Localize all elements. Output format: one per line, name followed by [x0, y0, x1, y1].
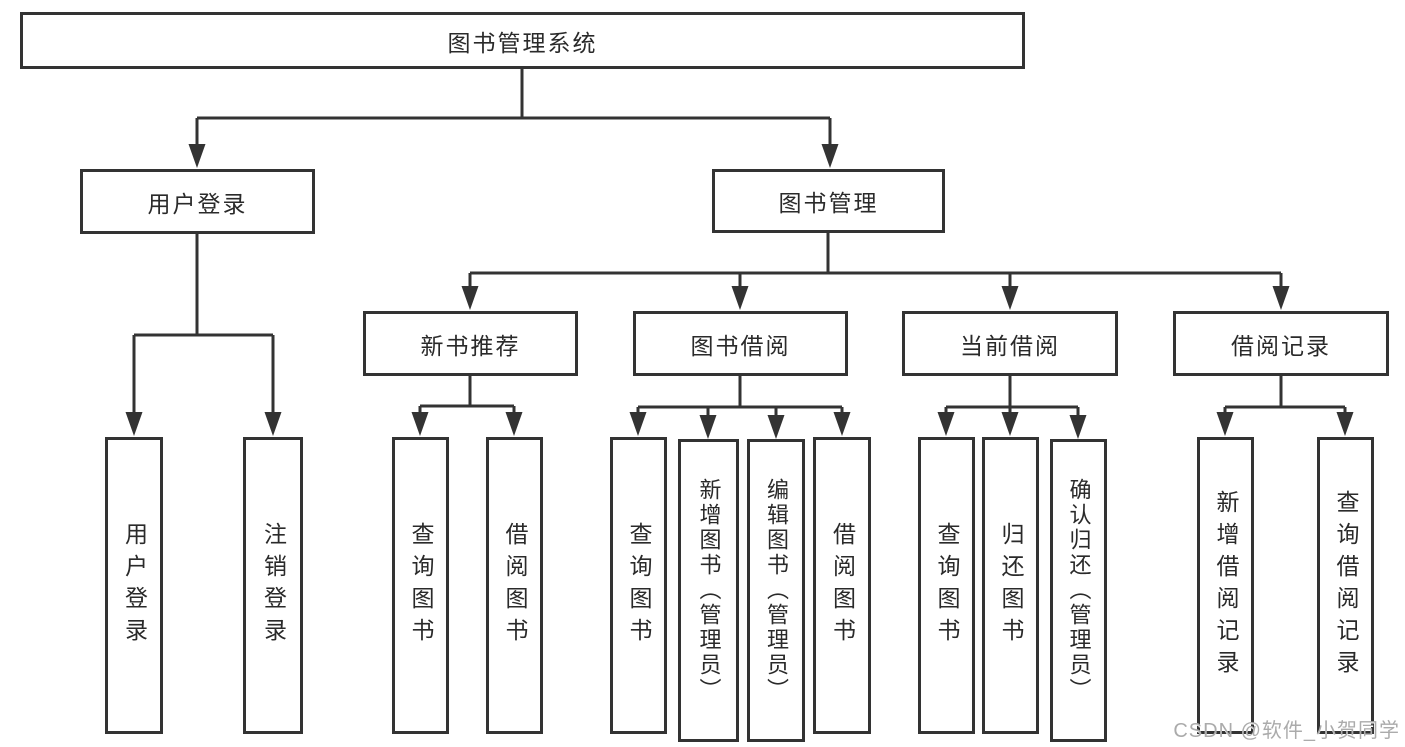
leaf-cb-return-books: 归还图书 [982, 437, 1039, 734]
leaf-nbr-borrow-books: 借阅图书 [486, 437, 543, 734]
node-user-login: 用户登录 [80, 169, 315, 234]
node-current-borrow: 当前借阅 [902, 311, 1118, 376]
leaf-br-add-record: 新增借阅记录 [1197, 437, 1254, 734]
leaf-label: 归还图书 [998, 521, 1024, 650]
leaf-label: 编辑图书（管理员） [764, 478, 789, 703]
watermark: CSDN @软件_小贺同学 [1173, 720, 1400, 742]
leaf-nbr-query-books: 查询图书 [392, 437, 449, 734]
leaf-bb-add-book-admin: 新增图书（管理员） [678, 439, 739, 742]
node-new-book-recommend: 新书推荐 [363, 311, 578, 376]
leaf-cb-query-books: 查询图书 [918, 437, 975, 734]
leaf-cb-confirm-return-admin: 确认归还（管理员） [1050, 439, 1107, 742]
leaf-label: 借阅图书 [829, 521, 856, 650]
leaf-br-query-record: 查询借阅记录 [1317, 437, 1374, 734]
leaf-label: 借阅图书 [502, 521, 528, 650]
leaf-label: 查询借阅记录 [1333, 489, 1359, 682]
leaf-label: 查询图书 [626, 521, 652, 650]
leaf-label: 新增图书（管理员） [696, 478, 722, 703]
leaf-label: 新增借阅记录 [1213, 489, 1239, 682]
node-root-library-management-system: 图书管理系统 [20, 12, 1025, 69]
leaf-label: 查询图书 [934, 521, 960, 650]
leaf-label: 查询图书 [408, 521, 434, 650]
leaf-logout: 注销登录 [243, 437, 303, 734]
leaf-bb-query-books: 查询图书 [610, 437, 667, 734]
leaf-bb-edit-book-admin: 编辑图书（管理员） [747, 439, 805, 742]
leaf-label: 确认归还（管理员） [1066, 478, 1092, 703]
leaf-label: 用户登录 [121, 521, 148, 650]
node-book-management: 图书管理 [712, 169, 945, 233]
leaf-user-login: 用户登录 [105, 437, 163, 734]
node-borrow-records: 借阅记录 [1173, 311, 1389, 376]
arrowhead-icons [125, 144, 1354, 439]
node-book-borrow: 图书借阅 [633, 311, 848, 376]
leaf-label: 注销登录 [260, 521, 287, 650]
leaf-bb-borrow-books: 借阅图书 [813, 437, 871, 734]
